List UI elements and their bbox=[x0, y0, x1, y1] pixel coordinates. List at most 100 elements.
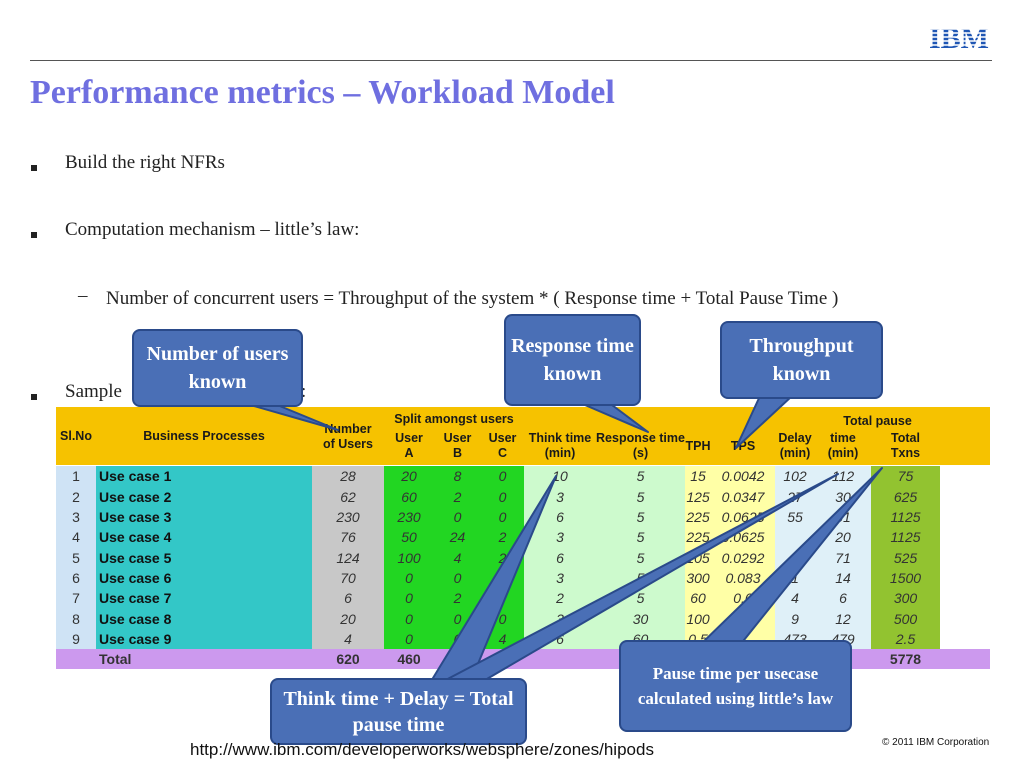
table-cell: 50 bbox=[384, 526, 434, 548]
table-cell: 0.083 bbox=[711, 567, 775, 589]
table-cell: 7 bbox=[56, 587, 96, 609]
table-cell: 225 bbox=[685, 506, 711, 528]
header-group-split: Split amongst users bbox=[394, 411, 514, 426]
table-cell: 30 bbox=[596, 608, 685, 629]
table-cell: Use case 1 bbox=[96, 466, 312, 487]
table-cell: 9 bbox=[775, 608, 815, 629]
table-cell: Use case 8 bbox=[96, 608, 312, 629]
table-cell: 24 bbox=[434, 526, 481, 548]
table-cell: 1 bbox=[56, 466, 96, 487]
copyright: © 2011 IBM Corporation bbox=[882, 737, 990, 748]
footer-url: http://www.ibm.com/developerworks/websph… bbox=[190, 740, 654, 759]
total-label: Total bbox=[99, 650, 132, 667]
svg-text:IBM: IBM bbox=[929, 22, 989, 54]
table-cell: 230 bbox=[312, 506, 384, 528]
table-cell: Use case 4 bbox=[96, 526, 312, 548]
total-cell: 5778 bbox=[889, 650, 922, 667]
table-cell: 6 bbox=[312, 587, 384, 609]
table-cell: 75 bbox=[871, 466, 940, 487]
table-cell: 0 bbox=[384, 587, 434, 609]
table-cell: 5 bbox=[596, 466, 685, 487]
callout-response-known: Response time known bbox=[504, 314, 641, 406]
table-cell: 4 bbox=[775, 587, 815, 609]
table-cell: 5 bbox=[596, 526, 685, 548]
bullet-suffix: : bbox=[301, 381, 307, 402]
table-cell: 4 bbox=[56, 526, 96, 548]
table-cell: Use case 5 bbox=[96, 547, 312, 569]
table-cell: 230 bbox=[384, 506, 434, 528]
bullet-text: Sample bbox=[65, 381, 122, 402]
table-cell: 55 bbox=[775, 506, 815, 528]
table-cell: 124 bbox=[312, 547, 384, 569]
table-cell: 0 bbox=[434, 567, 481, 589]
table-cell: 9 bbox=[56, 628, 96, 650]
table-cell: 3 bbox=[524, 526, 596, 548]
table-cell: 2 bbox=[434, 486, 481, 508]
table-cell: 6 bbox=[524, 547, 596, 569]
table-cell: 70 bbox=[312, 567, 384, 589]
pointer-pause bbox=[699, 467, 883, 646]
callout-throughput-known: Throughput known bbox=[720, 321, 883, 399]
table-header-cell: User B bbox=[443, 431, 472, 460]
table-cell: 20 bbox=[384, 466, 434, 487]
table-cell: 2 bbox=[524, 587, 596, 609]
table-cell: Use case 9 bbox=[96, 628, 312, 650]
table-header-cell: Response time (s) bbox=[596, 431, 685, 460]
bullet-text: Computation mechanism – little’s law: bbox=[65, 219, 360, 240]
table-cell: 3 bbox=[524, 567, 596, 589]
table-cell: 0 bbox=[384, 567, 434, 589]
bullet-marker bbox=[31, 165, 37, 171]
table-cell: 0 bbox=[384, 608, 434, 629]
table-cell: 1125 bbox=[871, 526, 940, 548]
table-header-cell: Total Txns bbox=[890, 431, 921, 460]
table-cell: 0.0347 bbox=[711, 486, 775, 508]
table-cell: 5 bbox=[596, 506, 685, 528]
table-cell: 100 bbox=[685, 608, 711, 629]
table-cell: 0 bbox=[481, 486, 524, 508]
table-cell: 76 bbox=[312, 526, 384, 548]
table-cell: 0.0042 bbox=[711, 466, 775, 487]
table-cell: 125 bbox=[685, 486, 711, 508]
table-cell: 6 bbox=[56, 567, 96, 589]
pointer-think-1 bbox=[429, 475, 557, 684]
sub-bullet-text: Number of concurrent users = Throughput … bbox=[106, 288, 839, 309]
table-header-cell: Think time (min) bbox=[528, 431, 592, 460]
table-header-cell: Delay (min) bbox=[778, 431, 812, 460]
bullet-text: Build the right NFRs bbox=[65, 152, 225, 173]
slide-title: Performance metrics – Workload Model bbox=[30, 74, 615, 111]
table-cell: 10 bbox=[524, 466, 596, 487]
table-cell: 14 bbox=[815, 567, 871, 589]
table-cell: 60 bbox=[685, 587, 711, 609]
table-cell: 300 bbox=[685, 567, 711, 589]
table-cell: 0 bbox=[481, 466, 524, 487]
table-cell: 225 bbox=[685, 526, 711, 548]
table-cell: 3 bbox=[56, 506, 96, 528]
table-cell: 2 bbox=[434, 587, 481, 609]
table-header-cell: Sl.No bbox=[60, 428, 92, 443]
bullet-marker bbox=[31, 394, 37, 400]
pointer-response bbox=[577, 401, 649, 433]
table-cell: 6 bbox=[815, 587, 871, 609]
table-header-cell: User C bbox=[488, 431, 517, 460]
table-cell: 0 bbox=[384, 628, 434, 650]
total-cell: 460 bbox=[397, 650, 421, 667]
table-header-cell: TPH bbox=[685, 438, 711, 453]
table-cell: 60 bbox=[384, 486, 434, 508]
table-cell: 2 bbox=[481, 526, 524, 548]
table-cell: Use case 7 bbox=[96, 587, 312, 609]
table-header-cell: User A bbox=[395, 431, 423, 460]
table-header-cell: Number of Users bbox=[322, 422, 374, 451]
table-cell: 2 bbox=[56, 486, 96, 508]
table-cell: 5 bbox=[596, 486, 685, 508]
table-cell: 4 bbox=[312, 628, 384, 650]
table-cell: Use case 3 bbox=[96, 506, 312, 528]
pointer-throughput bbox=[735, 395, 793, 449]
table-cell: Use case 6 bbox=[96, 567, 312, 589]
table-cell: 2.5 bbox=[871, 628, 940, 650]
table-cell: 112 bbox=[815, 466, 871, 487]
table-cell: 1125 bbox=[871, 506, 940, 528]
table-cell: 0 bbox=[481, 506, 524, 528]
table-cell: 1500 bbox=[871, 567, 940, 589]
table-cell: 0 bbox=[434, 506, 481, 528]
